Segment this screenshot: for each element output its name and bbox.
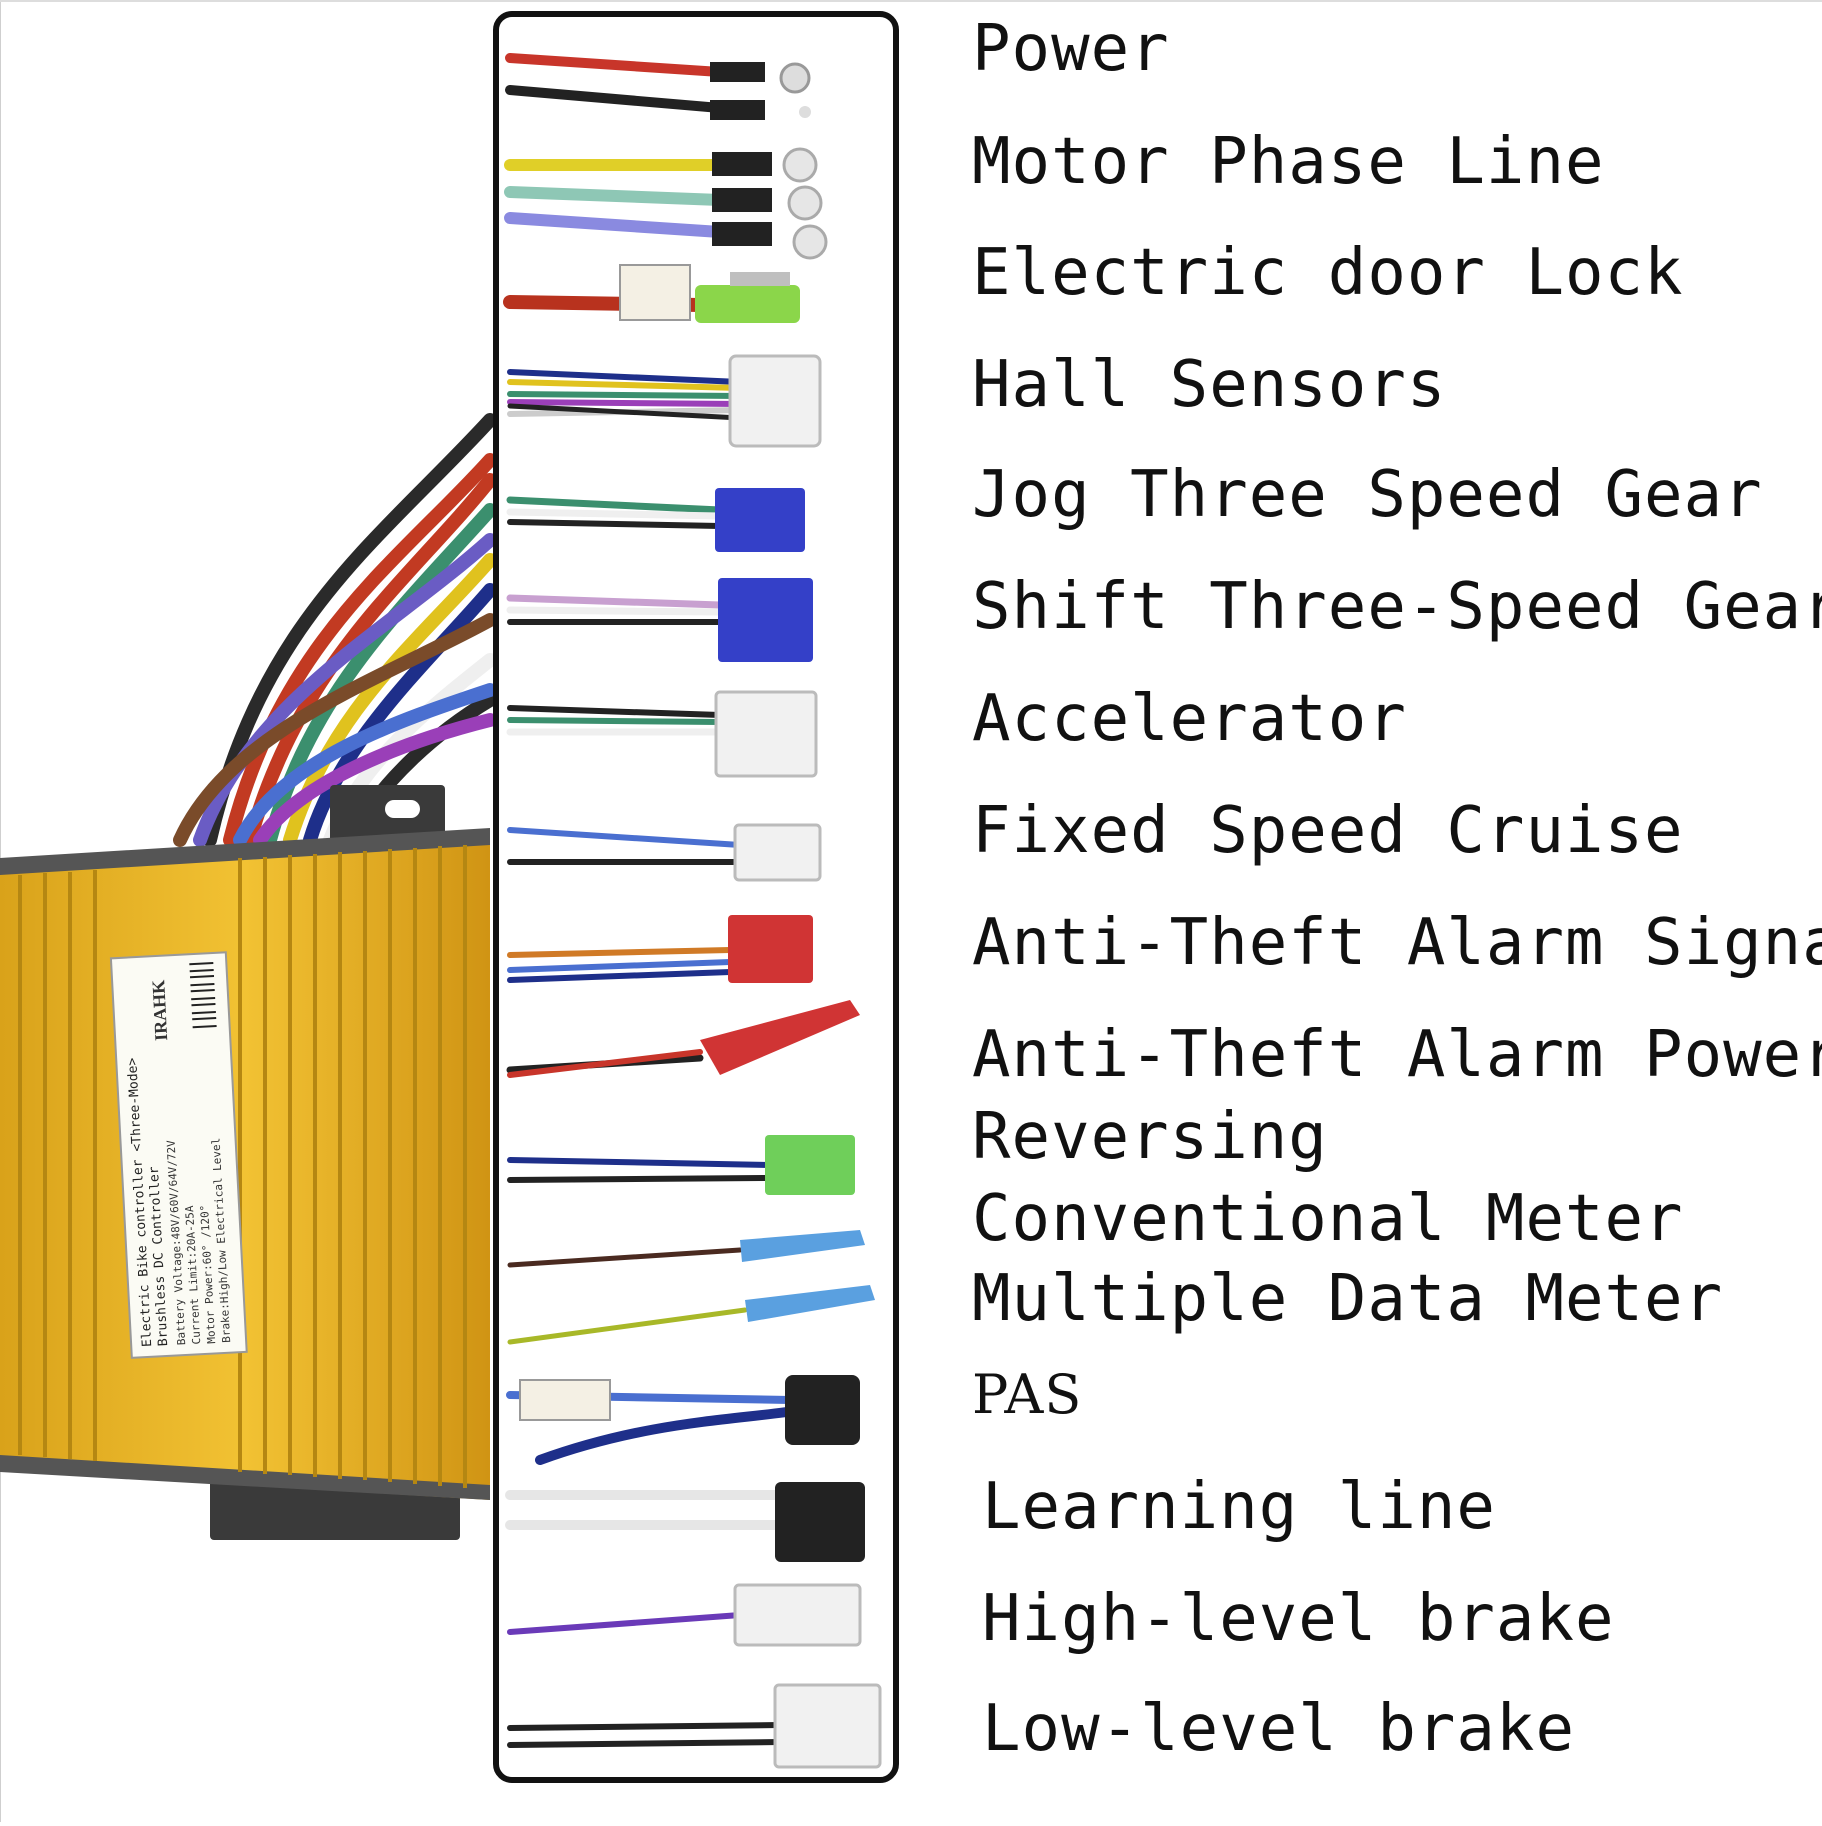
label-power: Power — [972, 12, 1170, 86]
label-motor-phase-line: Motor Phase Line — [972, 125, 1605, 199]
cable-conventional-meter — [507, 1230, 865, 1268]
label-learning-line: Learning line — [982, 1470, 1496, 1544]
cable-shift-gear — [506, 578, 813, 662]
cable-alarm-power — [506, 1000, 860, 1078]
label-pas: PAS — [972, 1363, 1083, 1426]
cable-reversing — [507, 1135, 855, 1195]
label-multiple-data-meter: Multiple Data Meter — [972, 1262, 1724, 1336]
controller-sticker: Electric Bike controller <Three-Mode> Br… — [109, 951, 248, 1359]
cable-door-lock — [503, 264, 800, 323]
controller-brand: IRAHK — [148, 979, 171, 1041]
cable-learning-line — [505, 1482, 865, 1562]
label-anti-theft-alarm-signal: Anti-Theft Alarm Signal — [972, 906, 1822, 980]
mounting-bracket — [210, 785, 460, 1540]
cable-cruise — [507, 823, 822, 882]
label-conventional-meter: Conventional Meter — [972, 1182, 1684, 1256]
cable-motor-phase — [504, 147, 828, 260]
cable-multiple-data-meter — [507, 1285, 875, 1345]
cable-alarm-signal — [507, 915, 813, 983]
label-accelerator: Accelerator — [972, 682, 1407, 756]
cable-power — [505, 53, 811, 120]
cable-jog-gear — [506, 488, 805, 552]
cable-label-list: Power Motor Phase Line Electric door Loc… — [972, 0, 1822, 1822]
barcode-icon — [189, 962, 217, 1029]
cable-low-brake — [507, 1683, 882, 1769]
cable-connectors — [503, 53, 882, 1769]
connector-panel — [493, 11, 899, 1783]
cable-high-brake — [507, 1583, 862, 1647]
label-shift-three-speed-gear: Shift Three-Speed Gear — [972, 570, 1822, 644]
label-low-level-brake: Low-level brake — [982, 1692, 1575, 1766]
cable-bundle — [173, 413, 497, 847]
label-high-level-brake: High-level brake — [982, 1582, 1615, 1656]
label-jog-three-speed-gear: Jog Three Speed Gear — [972, 458, 1763, 532]
label-electric-door-lock: Electric door Lock — [972, 236, 1684, 310]
label-hall-sensors: Hall Sensors — [972, 348, 1447, 422]
cable-accelerator — [506, 690, 818, 778]
label-reversing: Reversing — [972, 1100, 1328, 1174]
label-fixed-speed-cruise: Fixed Speed Cruise — [972, 794, 1684, 868]
controller-box — [0, 828, 490, 1500]
cable-hall-sensors — [507, 354, 822, 448]
cable-pas — [506, 1375, 860, 1465]
label-anti-theft-alarm-power: Anti-Theft Alarm Power — [972, 1018, 1822, 1092]
